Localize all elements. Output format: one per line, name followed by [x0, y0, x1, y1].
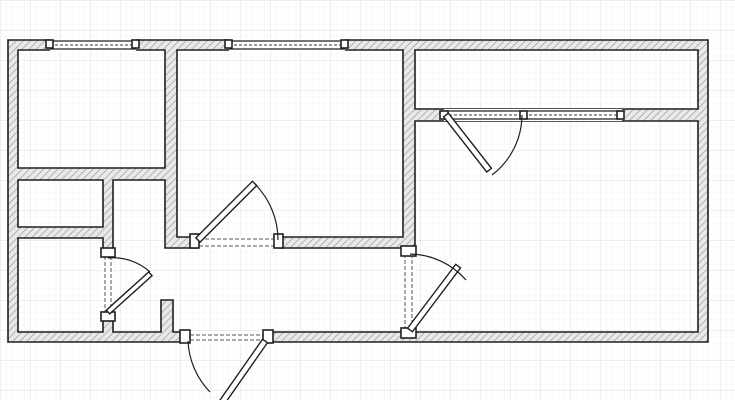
door-entrance: [179, 329, 274, 400]
door-top-right: [439, 110, 523, 176]
window-top-center: [224, 39, 349, 51]
window-internal-right: [444, 109, 625, 121]
window-top-left: [45, 39, 140, 51]
door-left-room: [100, 247, 154, 322]
door-center-room: [189, 180, 284, 249]
door-right-room: [400, 245, 467, 339]
